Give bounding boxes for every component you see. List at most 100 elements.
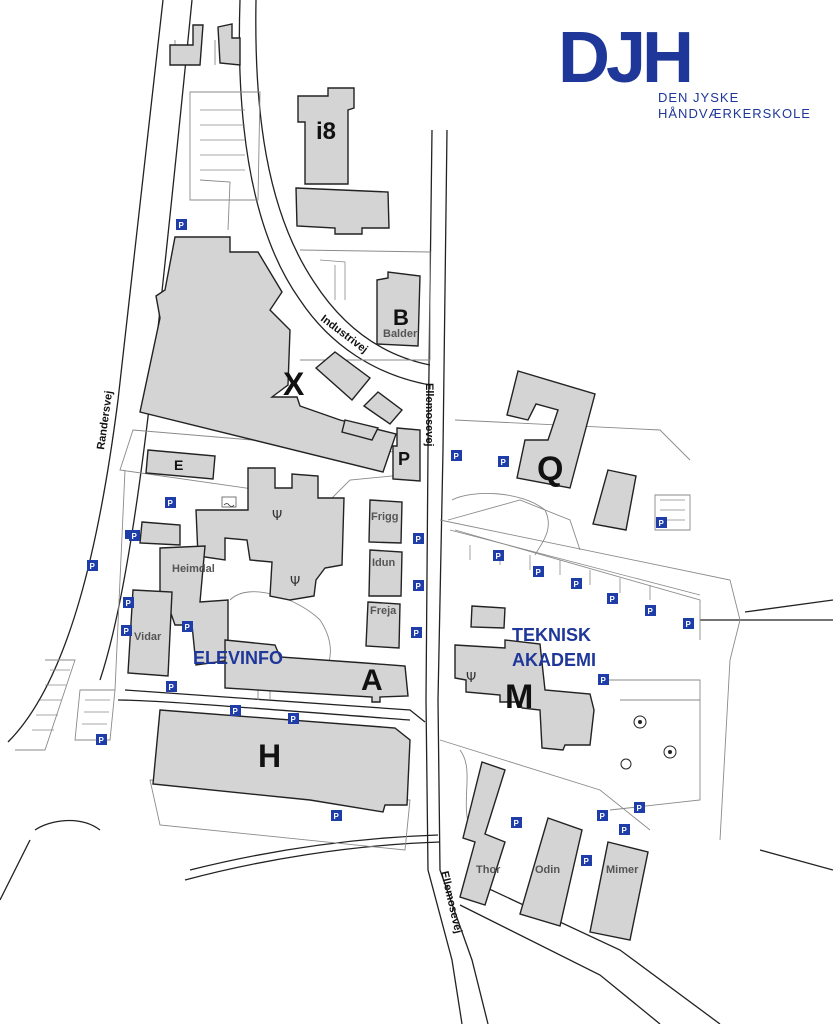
parking-icon: P [571,578,582,589]
svg-text:P: P [601,676,607,685]
svg-text:P: P [414,629,420,638]
parking-icon: P [331,810,342,821]
building-label-p: P [398,449,410,469]
parking-icon: P [634,802,645,813]
building-p [392,427,421,482]
building-mimer [589,841,649,941]
svg-text:P: P [686,620,692,629]
parking-icon: P [288,713,299,724]
highlight-teknisk: TEKNISK [512,625,591,645]
parking-icon: P [176,219,187,230]
svg-text:P: P [637,804,643,813]
plot-outlines [15,40,741,851]
parking-signs: P P P P P P P P P P P P P P P P P P P P … [87,219,694,866]
building-h [152,709,411,813]
building-a [224,639,409,703]
parking-icon: P [413,533,424,544]
parking-icon: P [581,855,592,866]
logo-name-line1: DEN JYSKE [658,90,740,105]
restaurant-icon: Ψ [290,575,300,590]
svg-text:P: P [90,562,96,571]
svg-text:P: P [126,599,132,608]
building-m [454,639,595,751]
building-i8-annex [295,187,390,235]
building-label-b: B [393,305,409,330]
parking-icon: P [597,810,608,821]
building-e [145,449,216,480]
parking-icon: P [411,627,422,638]
building-label-frigg: Frigg [371,511,399,523]
building-x-annex-3 [341,419,380,441]
building-label-x: X [283,366,305,402]
building-central [195,467,345,601]
svg-text:P: P [622,826,628,835]
svg-text:P: P [416,582,422,591]
roundabout-icon [620,758,632,770]
svg-text:P: P [179,221,185,230]
building-label-h: H [258,738,281,774]
building-frigg [368,499,403,544]
parking-icon: P [87,560,98,571]
logo-name-line2: HÅNDVÆRKERSKOLE [658,106,811,121]
djh-logo: DJH DEN JYSKE HÅNDVÆRKERSKOLE [558,18,818,126]
svg-text:P: P [169,683,175,692]
svg-text:P: P [600,812,606,821]
buildings [127,23,649,941]
parking-icon: P [182,621,193,632]
svg-text:P: P [416,535,422,544]
svg-text:P: P [168,499,174,508]
building-label-q: Q [537,450,563,488]
building-freja [365,601,401,649]
parking-icon: P [645,605,656,616]
building-label-m: M [505,678,533,716]
building-i8 [297,87,355,185]
building-label-balder: Balder [383,328,418,340]
building-label-a: A [361,664,383,697]
svg-text:P: P [233,707,239,716]
building-label-thor: Thor [476,864,501,876]
parking-icon: P [123,597,134,608]
road-label-ellemosevej-south: Ellemosevej [438,870,464,935]
building-x-annex-2 [362,391,404,425]
parking-icon: P [683,618,694,629]
roundabout-icon [633,715,647,729]
svg-text:P: P [334,812,340,821]
building-label-freja: Freja [370,605,397,617]
building-idun [368,549,403,597]
svg-text:Ψ: Ψ [272,509,282,524]
parking-icon: P [129,530,140,541]
parking-icon: P [413,580,424,591]
building-q [506,370,596,489]
parking-icon: P [656,517,667,528]
svg-text:P: P [659,519,665,528]
svg-text:P: P [574,580,580,589]
logo-mark: DJH [558,18,694,98]
building-thor [459,761,506,906]
pool-icon [221,496,237,508]
svg-text:P: P [536,568,542,577]
svg-text:P: P [124,627,130,636]
parking-icon: P [493,550,504,561]
building-label-odin: Odin [535,864,560,876]
building-label-i8: i8 [316,118,336,145]
svg-text:P: P [132,532,138,541]
parking-icon: P [533,566,544,577]
restaurant-icon: Ψ [466,671,476,686]
parking-icon: P [166,681,177,692]
parking-icon: P [230,705,241,716]
svg-text:Ψ: Ψ [290,575,300,590]
highlight-elevinfo: ELEVINFO [193,648,283,668]
building-label-heimdal: Heimdal [172,563,215,575]
roundabout-icon [663,745,677,759]
highlight-akademi: AKADEMI [512,650,596,670]
svg-text:P: P [514,819,520,828]
svg-text:P: P [99,736,105,745]
parking-icon: P [511,817,522,828]
svg-text:P: P [454,452,460,461]
building-b [376,271,421,347]
building-label-e: E [174,457,183,473]
building-label-vidar: Vidar [134,631,162,643]
